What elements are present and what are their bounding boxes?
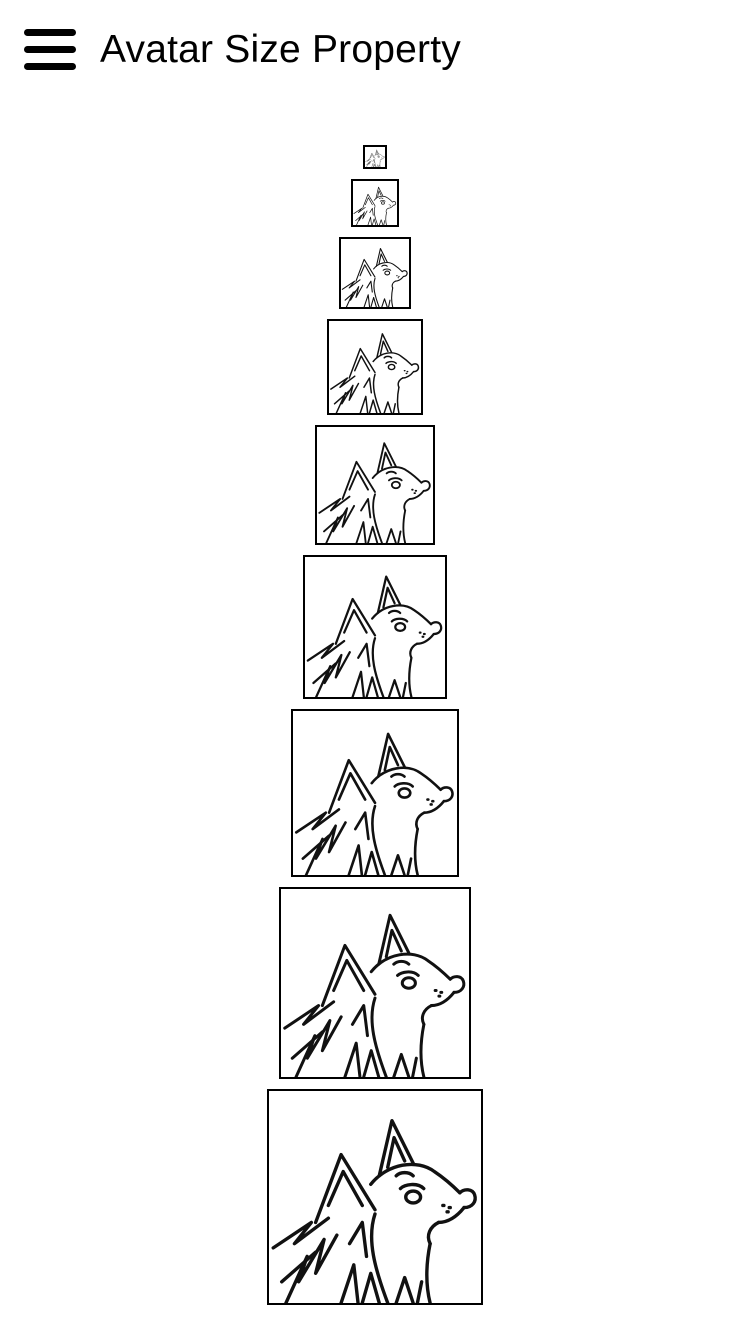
page-title: Avatar Size Property bbox=[100, 28, 461, 71]
hamburger-menu-button[interactable] bbox=[24, 27, 78, 73]
avatar-size-5 bbox=[315, 425, 435, 545]
husky-avatar-image bbox=[341, 247, 408, 307]
avatar-size-1 bbox=[363, 145, 387, 169]
avatar-size-6 bbox=[303, 555, 447, 699]
husky-avatar-image bbox=[306, 575, 443, 697]
avatar-size-7 bbox=[291, 709, 459, 877]
husky-avatar-image bbox=[283, 913, 466, 1077]
husky-avatar-image bbox=[330, 333, 420, 413]
husky-avatar-image bbox=[271, 1118, 477, 1303]
husky-avatar-image bbox=[353, 186, 397, 225]
avatar-size-2 bbox=[351, 179, 399, 227]
husky-avatar-image bbox=[365, 149, 385, 167]
avatar-list bbox=[0, 145, 750, 1315]
avatar-size-4 bbox=[327, 319, 423, 415]
hamburger-menu-icon bbox=[24, 29, 76, 70]
app-header: Avatar Size Property bbox=[0, 0, 750, 100]
avatar-size-9 bbox=[267, 1089, 483, 1305]
husky-avatar-image bbox=[294, 732, 454, 875]
husky-avatar-image bbox=[318, 442, 431, 543]
avatar-size-8 bbox=[279, 887, 471, 1079]
avatar-size-3 bbox=[339, 237, 411, 309]
